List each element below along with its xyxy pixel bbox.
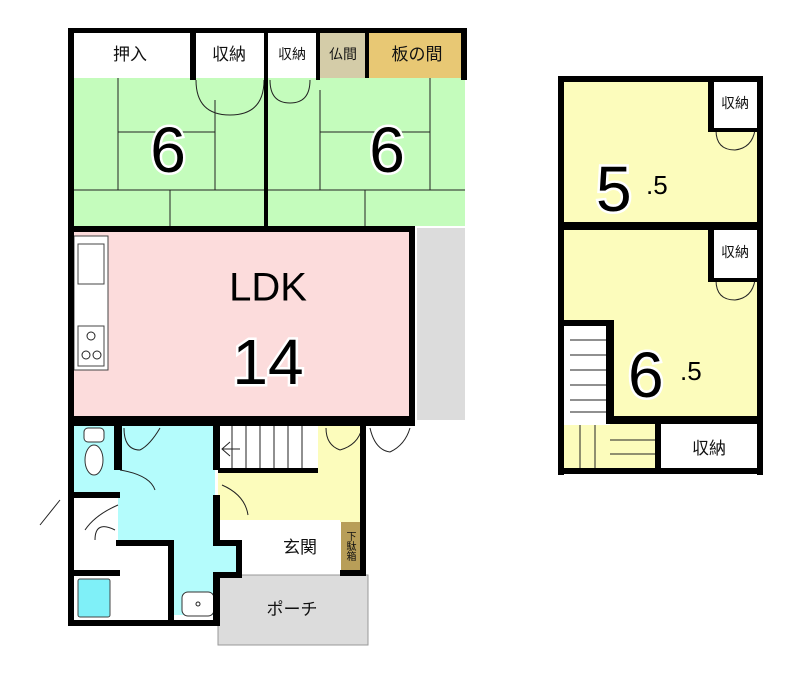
sink-icon xyxy=(77,243,105,285)
stairs xyxy=(220,425,318,470)
bathtub-icon xyxy=(77,578,111,618)
ldk-label: LDK xyxy=(229,266,307,310)
tatami-right-size: 6 xyxy=(369,114,405,186)
room-5-5-decimal: .5 xyxy=(646,170,668,200)
ldk-size: 14 xyxy=(232,326,303,398)
tatami-room-left xyxy=(70,78,265,226)
porch xyxy=(217,574,369,646)
getabako-label: 下駄箱 xyxy=(344,531,356,562)
veranda xyxy=(417,228,465,420)
stove-icon xyxy=(77,325,105,367)
washroom-hall xyxy=(118,425,240,615)
room-5-5-size: 5 xyxy=(596,153,632,225)
storage-b xyxy=(713,228,757,278)
tatami-room-right xyxy=(268,78,465,226)
room-6-5-decimal: .5 xyxy=(680,356,702,386)
porch-label: ポーチ xyxy=(267,600,318,620)
upper-fixtures xyxy=(570,129,756,468)
butsuma-room xyxy=(320,33,368,78)
stair-landing xyxy=(563,425,658,470)
stair-treads xyxy=(221,425,303,470)
tatami-left-size: 6 xyxy=(150,114,186,186)
walls xyxy=(68,28,467,626)
washbasin-icon xyxy=(181,591,215,617)
closet-doors xyxy=(195,79,311,116)
tatami-lines xyxy=(70,78,465,226)
ldk-room xyxy=(70,228,415,420)
storage-b-label: 収納 xyxy=(721,245,749,261)
genkan-label: 玄関 xyxy=(283,538,317,558)
storage-c xyxy=(660,425,757,468)
storage-label: 収納 xyxy=(278,47,306,63)
genkan-room xyxy=(245,522,340,570)
itanoma-room xyxy=(369,33,465,78)
storage-a-label: 収納 xyxy=(721,96,749,112)
toilet-icon xyxy=(83,427,105,476)
stairs-upper xyxy=(563,325,610,425)
storage-c-label: 収納 xyxy=(692,439,726,459)
butsuma-label: 仏間 xyxy=(329,47,357,63)
door-swings xyxy=(39,427,411,541)
storage-wet xyxy=(70,495,118,573)
getabako xyxy=(341,522,360,570)
ground-floor: 押入 収納 収納 仏間 板の間 6 6 LDK 14 玄関 下駄箱 ポーチ xyxy=(39,28,467,646)
room-6-5-size: 6 xyxy=(628,339,664,411)
storage-a xyxy=(713,80,757,128)
entry-hall xyxy=(218,425,362,522)
upper-floor: 収納 収納 収納 5 .5 6 .5 xyxy=(558,76,763,475)
itanoma-label: 板の間 xyxy=(392,45,443,65)
oshiire-label: 押入 xyxy=(113,45,147,65)
storage-label: 収納 xyxy=(212,45,246,65)
upper-walls xyxy=(558,76,763,475)
